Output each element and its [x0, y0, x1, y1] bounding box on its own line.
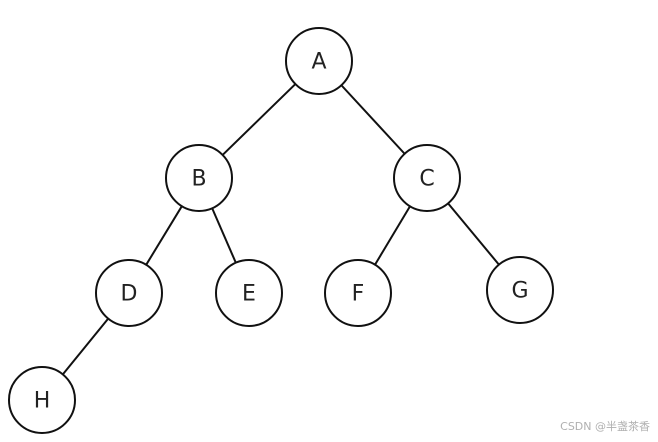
node-e: E	[215, 259, 283, 327]
node-d: D	[95, 259, 163, 327]
node-label-f: F	[352, 282, 365, 307]
node-circle-h	[8, 366, 76, 434]
node-circle-f	[324, 259, 392, 327]
node-c: C	[393, 144, 461, 212]
edge-a-b	[221, 83, 297, 156]
node-b: B	[165, 144, 233, 212]
edge-c-f	[374, 205, 411, 266]
node-label-g: G	[511, 279, 528, 304]
node-label-d: D	[121, 282, 138, 307]
node-circle-a	[285, 27, 353, 95]
edge-a-c	[340, 84, 406, 155]
node-g: G	[486, 256, 554, 324]
node-f: F	[324, 259, 392, 327]
edge-b-d	[145, 205, 183, 266]
edge-d-h	[62, 317, 109, 376]
node-label-h: H	[34, 389, 51, 414]
node-circle-e	[215, 259, 283, 327]
node-circle-c	[393, 144, 461, 212]
node-label-e: E	[242, 282, 256, 307]
node-label-c: C	[419, 167, 434, 192]
edge-b-e	[211, 207, 237, 264]
node-circle-g	[486, 256, 554, 324]
node-label-a: A	[311, 50, 326, 75]
node-circle-b	[165, 144, 233, 212]
watermark: CSDN @半盏茶香	[560, 420, 650, 433]
edge-c-g	[447, 202, 500, 266]
node-label-b: B	[191, 167, 206, 192]
node-circle-d	[95, 259, 163, 327]
node-h: H	[8, 366, 76, 434]
node-a: A	[285, 27, 353, 95]
